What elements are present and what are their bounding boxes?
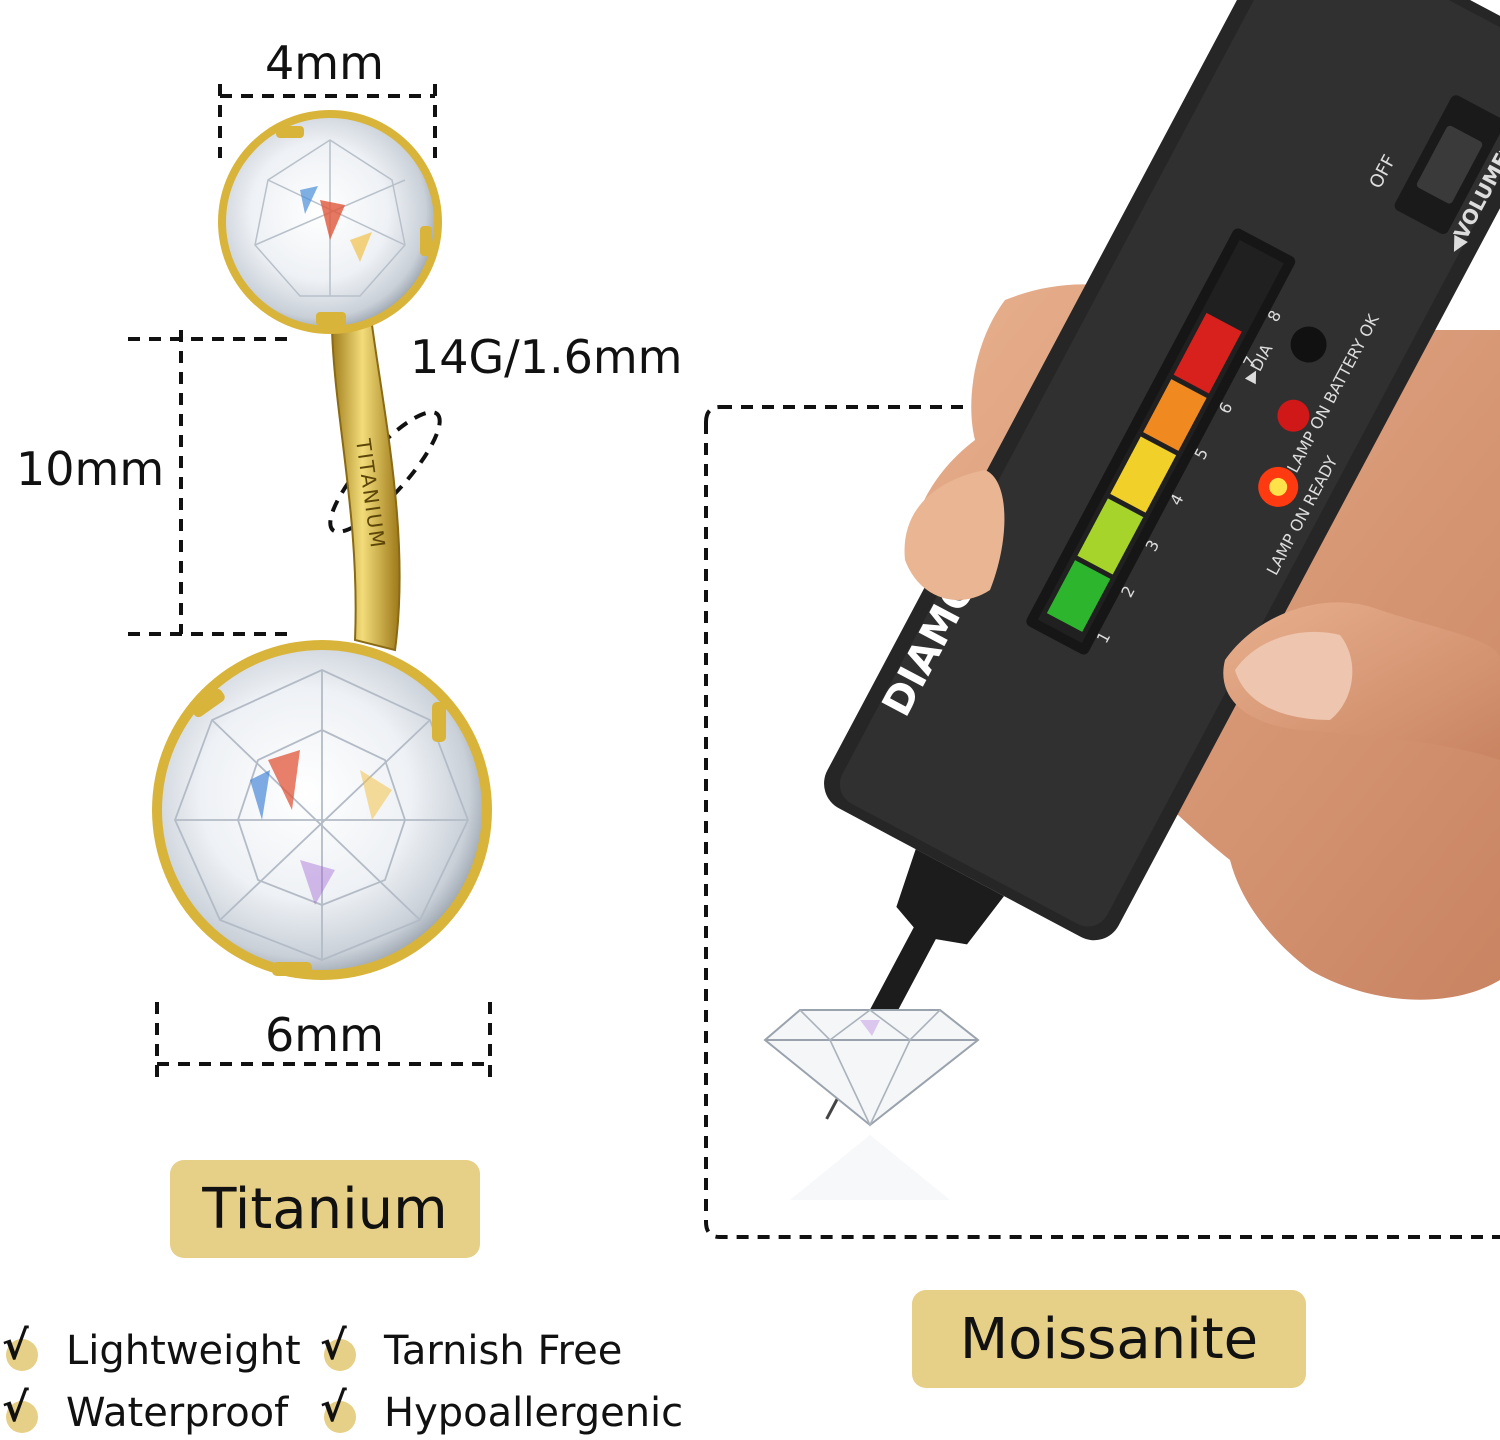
feature-item: √ Waterproof (2, 1385, 289, 1436)
check-icon: √ (2, 1323, 42, 1373)
feature-item: √ Hypoallergenic (320, 1385, 684, 1436)
check-icon: √ (320, 1323, 360, 1373)
top-gem (218, 110, 442, 334)
feature-item: √ Lightweight (2, 1323, 301, 1374)
check-icon: √ (2, 1385, 42, 1435)
check-icon: √ (320, 1385, 360, 1435)
dimension-top-width: 4mm (265, 36, 384, 90)
bottom-gem (152, 640, 492, 980)
photo-frame (704, 405, 1500, 1239)
diamond-tester: DIAMO OFF ◀VOLUME▶ LAMP ON BATTERY OK LA… (824, 0, 1500, 1120)
dimension-lines (128, 84, 492, 1080)
dimension-bar-length: 10mm (16, 442, 165, 496)
feature-label: Hypoallergenic (384, 1390, 684, 1436)
material-tag: Titanium (170, 1160, 480, 1258)
dimension-gauge: 14G/1.6mm (410, 330, 683, 384)
index-finger (904, 470, 1005, 600)
feature-label: Tarnish Free (384, 1328, 623, 1374)
stone-tag: Moissanite (912, 1290, 1306, 1388)
feature-item: √ Tarnish Free (320, 1323, 623, 1374)
barbell-shaft (330, 323, 401, 652)
thumbnail (1235, 631, 1353, 720)
led-bar (1046, 312, 1242, 632)
dimension-bottom-width: 6mm (265, 1008, 384, 1062)
feature-label: Lightweight (66, 1328, 301, 1374)
feature-label: Waterproof (66, 1390, 289, 1436)
moissanite-gem (763, 1009, 980, 1200)
